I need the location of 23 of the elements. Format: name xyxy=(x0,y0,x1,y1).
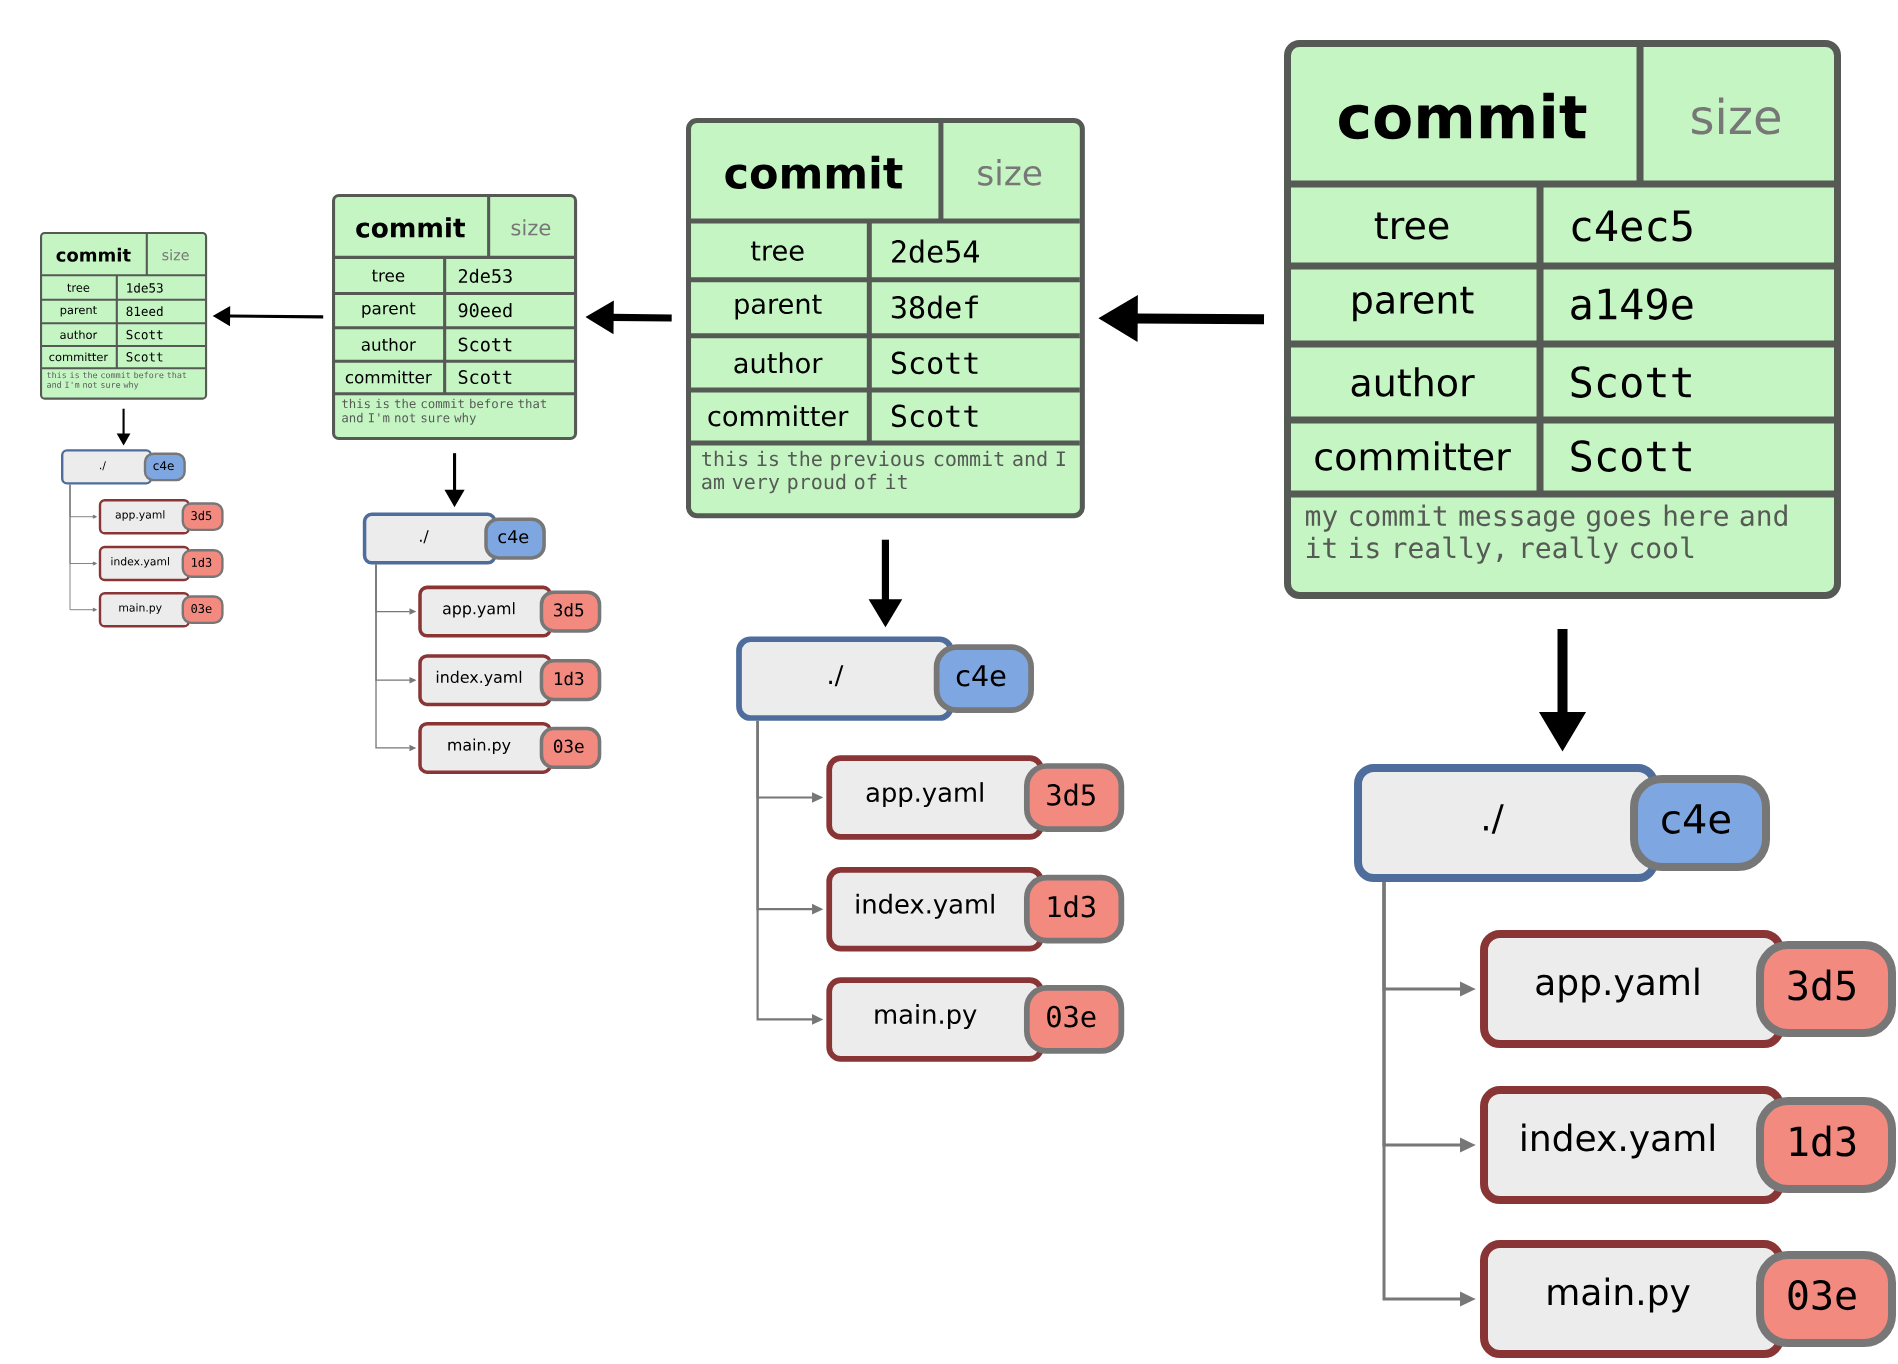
node-label: c4e xyxy=(956,665,1006,687)
node-label: 1d3 xyxy=(1048,895,1095,918)
node-label: 03e xyxy=(1788,1279,1856,1311)
node-label: 3d5 xyxy=(554,602,584,617)
file-box: app.yaml 3d5 xyxy=(1480,930,1897,1048)
tree-box: ./ c4e xyxy=(736,636,1034,721)
node-label: 3d5 xyxy=(1047,783,1095,806)
file-box: index.yaml 1d3 xyxy=(826,866,1125,952)
file-box: main.py 03e xyxy=(1480,1240,1897,1358)
commit-table: commit size tree c4ec5 parent a149e author Scott committer Scott my commit message goes here and it is really, really cool xyxy=(1284,40,1841,599)
node-label: 1d3 xyxy=(1790,1125,1856,1157)
file-box: app.yaml 3d5 xyxy=(826,755,1125,840)
tree-box: ./ c4e xyxy=(1354,764,1770,882)
file-box: main.py 03e xyxy=(826,977,1125,1062)
node-label: 03e xyxy=(553,739,584,753)
node-label: 1d3 xyxy=(554,671,584,686)
connector-arrow xyxy=(69,484,97,612)
node-label: c4e xyxy=(498,530,529,544)
node-label: 3d5 xyxy=(1788,969,1855,1001)
commit-table: commit size tree 2de54 parent 38def author Scott committer Scott this is the previous commit and I am very proud of it xyxy=(686,118,1085,519)
node-label: 03e xyxy=(1047,1005,1096,1028)
file-box: index.yaml 1d3 xyxy=(1480,1086,1897,1204)
node-label: c4e xyxy=(1662,804,1730,834)
